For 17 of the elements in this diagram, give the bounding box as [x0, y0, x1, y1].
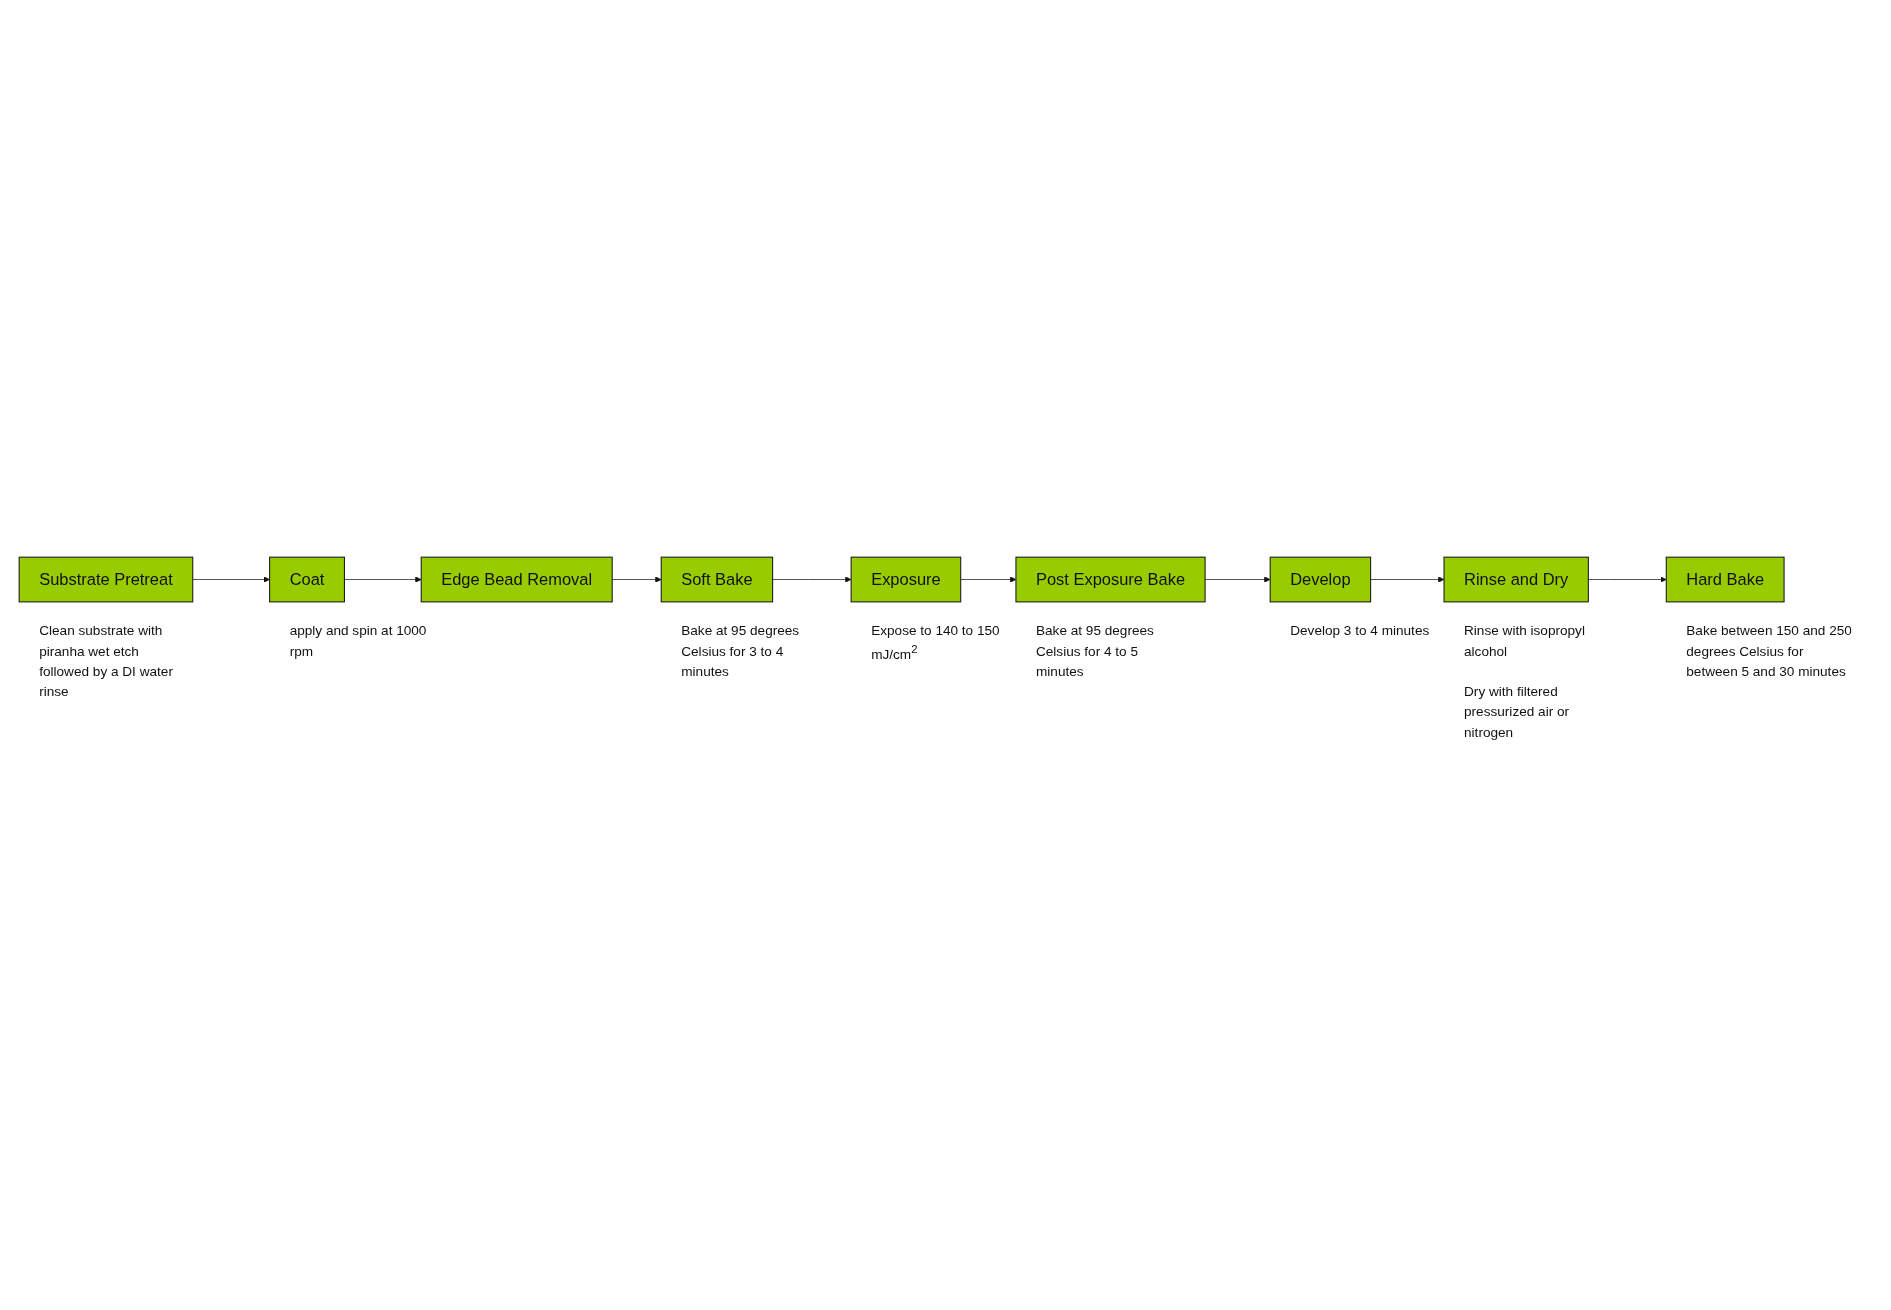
process-box: Coat: [269, 556, 345, 603]
process-box: Hard Bake: [1665, 556, 1785, 603]
step-description: Bake at 95 degrees Celsius for 4 to 5 minutes: [1036, 622, 1154, 679]
step-description: Bake at 95 degrees Celsius for 3 to 4 minutes: [681, 622, 800, 679]
process-box: Exposure: [850, 556, 962, 603]
step-description: Expose to 140 to 150 mJ/cm$^{2}$: [871, 622, 1000, 662]
step-description: apply and spin at 1000 rpm: [289, 622, 427, 659]
process-box: Edge Bead Removal: [420, 556, 613, 603]
process-box: Post Exposure Bake: [1015, 556, 1206, 603]
process-box: Soft Bake: [660, 556, 774, 603]
step-description: Bake between 150 and 250 degrees Celsius for between 5 and 30 minutes: [1686, 622, 1852, 679]
step-description: Rinse with isopropyl alcohol Dry with filtered pressurized air or nitrogen: [1464, 622, 1585, 740]
step-description: Develop 3 to 4 minutes: [1290, 622, 1430, 638]
process-box: Rinse and Dry: [1443, 556, 1589, 603]
process-box: Substrate Pretreat: [18, 556, 194, 603]
step-description: Clean substrate with piranha wet etch followed by a DI water rinse: [39, 622, 173, 699]
process-box: Develop: [1269, 556, 1372, 603]
